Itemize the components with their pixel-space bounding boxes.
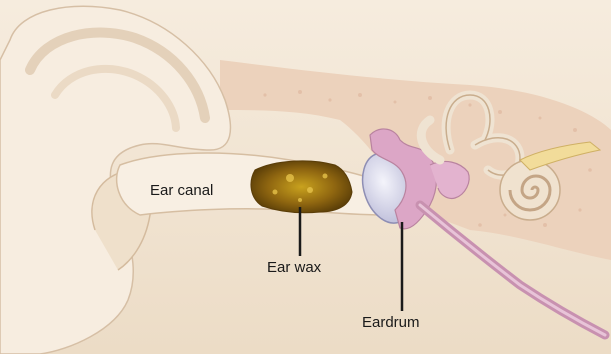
label-ear-wax: Ear wax — [267, 259, 321, 276]
label-ear-canal: Ear canal — [150, 182, 213, 199]
label-eardrum: Eardrum — [362, 314, 420, 331]
ear-wax-mass — [251, 161, 352, 213]
